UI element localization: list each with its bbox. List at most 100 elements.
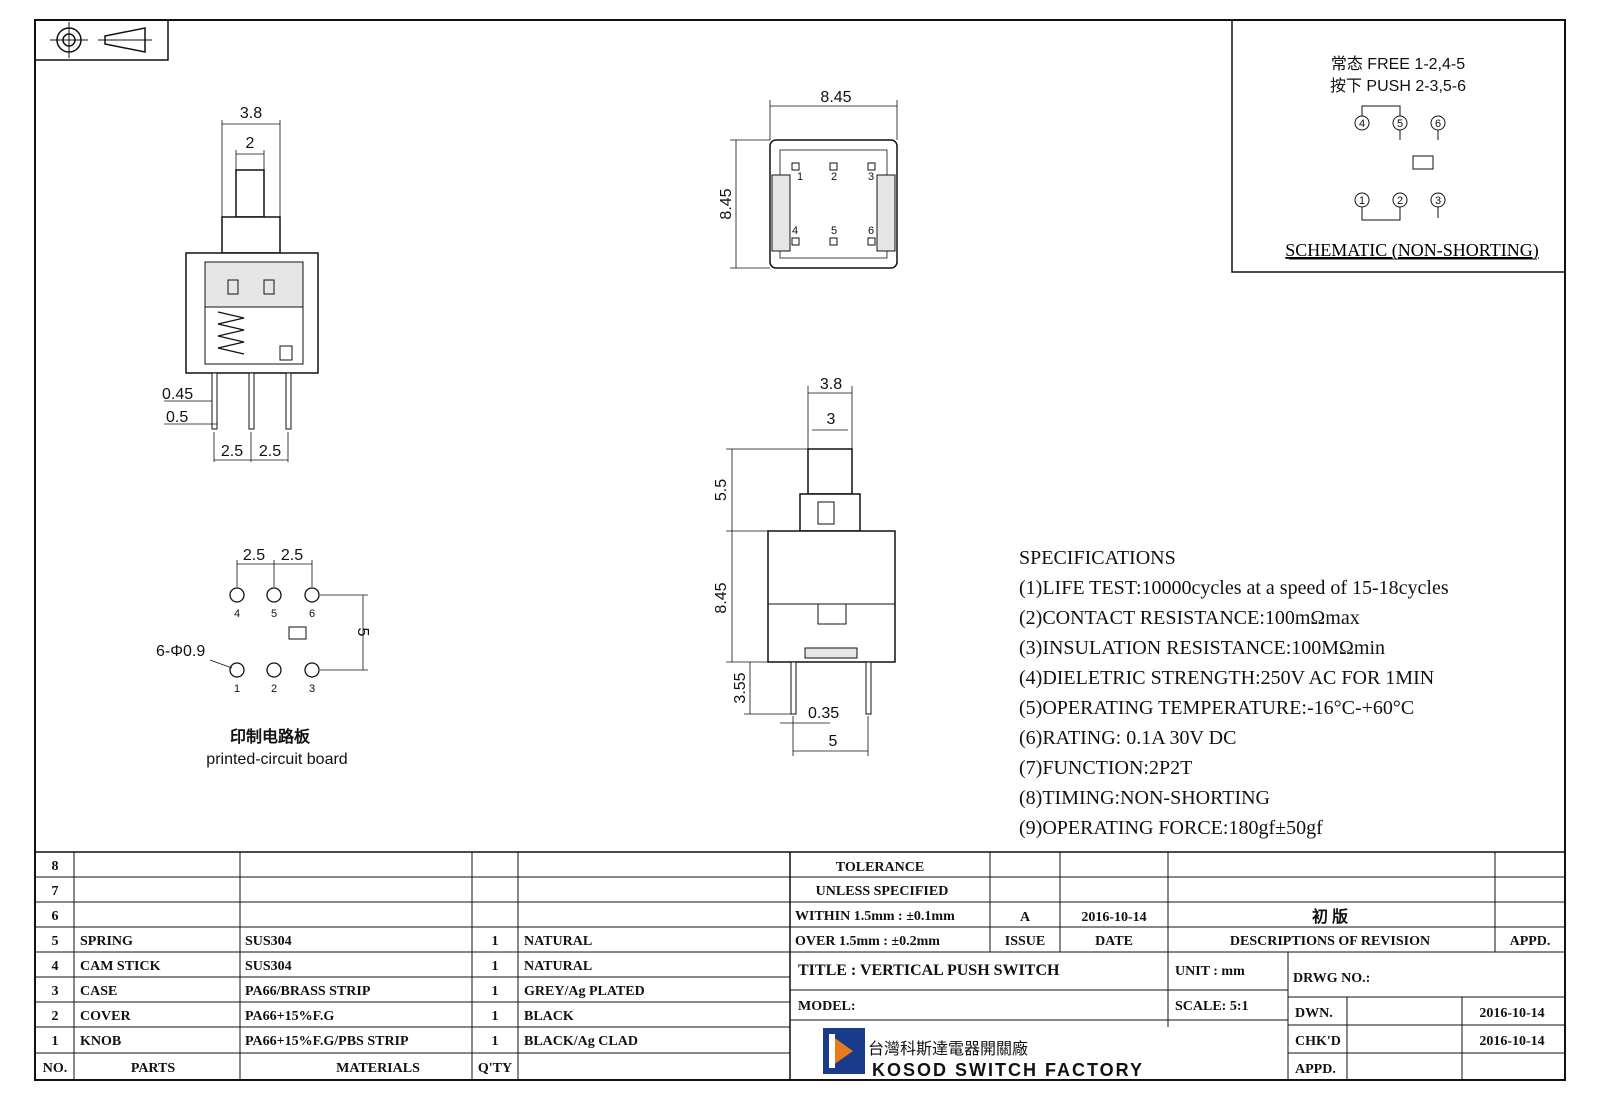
spec-heading: SPECIFICATIONS [1019, 547, 1176, 569]
svg-text:3: 3 [52, 984, 59, 999]
bom-rows: 8 7 6 5 SPRING SUS304 1 NATURAL 4 CAM ST… [43, 859, 645, 1076]
svg-text:5: 5 [271, 608, 277, 620]
top-view-drawing: 1 2 3 4 5 6 8.45 8.45 [718, 89, 898, 269]
bom-header-materials: MATERIALS [336, 1061, 420, 1076]
side-dim-pitch-left: 2.5 [221, 443, 243, 460]
svg-text:1: 1 [234, 683, 240, 695]
svg-text:COVER: COVER [80, 1009, 131, 1024]
dwn-label: DWN. [1295, 1006, 1333, 1021]
side-view-drawing: 3.8 2 0.45 0.5 2.5 2.5 [162, 105, 319, 462]
bom-row-qty: 1 [492, 934, 499, 949]
schematic-push-label: 按下 PUSH 2-3,5-6 [1330, 77, 1466, 95]
spec-item: (1)LIFE TEST:10000cycles at a speed of 1… [1019, 577, 1449, 599]
specifications-block: SPECIFICATIONS (1)LIFE TEST:10000cycles … [1019, 547, 1449, 839]
svg-text:1: 1 [492, 984, 499, 999]
side-dim-pin-thickness: 0.45 [162, 386, 193, 403]
schematic-actuator-mark [1412, 155, 1434, 170]
company-logo [823, 1028, 865, 1074]
bom-header-parts: PARTS [131, 1061, 176, 1076]
svg-text:PA66+15%F.G: PA66+15%F.G [245, 1009, 334, 1024]
bom-row-material: SUS304 [245, 934, 292, 949]
title-block-text: TOLERANCE UNLESS SPECIFIED WITHIN 1.5mm … [795, 860, 1550, 1080]
svg-text:2: 2 [1397, 195, 1403, 207]
bom-table [35, 851, 1565, 1080]
model-label: MODEL: [798, 999, 856, 1014]
spec-item: (9)OPERATING FORCE:180gf±50gf [1019, 817, 1323, 839]
svg-text:2: 2 [52, 1009, 59, 1024]
bom-row-finish: NATURAL [524, 934, 592, 949]
svg-text:3: 3 [309, 683, 315, 695]
side-dim-pin-width: 0.5 [166, 409, 188, 426]
svg-text:1: 1 [52, 1034, 59, 1049]
spec-item: (3)INSULATION RESISTANCE:100MΩmin [1019, 637, 1385, 659]
svg-text:BLACK/Ag CLAD: BLACK/Ag CLAD [524, 1034, 638, 1049]
side-dim-plunger: 2 [246, 135, 255, 152]
company-name-en: KOSOD SWITCH FACTORY [872, 1060, 1144, 1080]
svg-text:4: 4 [1359, 118, 1365, 130]
spec-item: (6)RATING: 0.1A 30V DC [1019, 727, 1236, 749]
schematic-pins-top: 4 5 6 [1354, 105, 1446, 140]
bom-header-qty: Q'TY [478, 1061, 512, 1076]
chkd-date: 2016-10-14 [1479, 1034, 1544, 1049]
schematic-free-label: 常态 FREE 1-2,4-5 [1331, 55, 1465, 73]
pcb-layout-drawing: 4 5 6 1 2 3 2.5 2.5 5 6-Φ0.9 印制电路板 print… [156, 547, 371, 768]
rev-header-appd: APPD. [1510, 934, 1551, 949]
company-name-cn: 台灣科斯達電器開關廠 [868, 1039, 1028, 1058]
bom-row-no: 5 [52, 934, 59, 949]
revision-date: 2016-10-14 [1081, 910, 1146, 925]
svg-text:3: 3 [868, 171, 874, 183]
svg-text:1: 1 [1359, 195, 1365, 207]
svg-text:CASE: CASE [80, 984, 117, 999]
schematic-pins-bottom: 1 2 3 [1354, 192, 1446, 221]
front-dim-pin-thickness: 0.35 [808, 705, 839, 722]
spec-item: (2)CONTACT RESISTANCE:100mΩmax [1019, 607, 1360, 629]
projection-symbol [34, 19, 169, 61]
svg-text:4: 4 [52, 959, 59, 974]
rev-header-desc: DESCRIPTIONS OF REVISION [1230, 934, 1430, 949]
svg-text:8: 8 [52, 859, 59, 874]
front-dim-width-inner: 3 [827, 411, 836, 428]
pcb-hole-label: 6-Φ0.9 [156, 643, 205, 660]
title-block-grid [790, 852, 1565, 1080]
bom-row-part: SPRING [80, 934, 133, 949]
pcb-dim-pitch-left: 2.5 [243, 547, 265, 564]
svg-text:3: 3 [1435, 195, 1441, 207]
chkd-label: CHK'D [1295, 1034, 1341, 1049]
drwg-no-label: DRWG NO.: [1293, 971, 1370, 986]
tolerance-subtitle: UNLESS SPECIFIED [816, 884, 949, 899]
spec-item: (7)FUNCTION:2P2T [1019, 757, 1192, 779]
appd-label: APPD. [1295, 1062, 1336, 1077]
side-dim-width: 3.8 [240, 105, 262, 122]
revision-description: 初 版 [1312, 907, 1348, 926]
svg-text:6: 6 [1435, 118, 1441, 130]
svg-text:4: 4 [234, 608, 240, 620]
pcb-dim-row-spacing: 5 [354, 628, 371, 637]
pcb-dim-pitch-right: 2.5 [281, 547, 303, 564]
svg-text:5: 5 [1397, 118, 1403, 130]
tolerance-within: WITHIN 1.5mm : ±0.1mm [795, 909, 955, 924]
svg-text:BLACK: BLACK [524, 1009, 574, 1024]
svg-text:1: 1 [492, 1009, 499, 1024]
svg-text:7: 7 [52, 884, 59, 899]
svg-text:1: 1 [492, 959, 499, 974]
svg-text:PA66+15%F.G/PBS STRIP: PA66+15%F.G/PBS STRIP [245, 1034, 409, 1049]
revision-issue: A [1020, 910, 1031, 925]
svg-text:1: 1 [797, 171, 803, 183]
schematic-panel: 常态 FREE 1-2,4-5 按下 PUSH 2-3,5-6 4 5 6 1 … [1231, 19, 1566, 273]
svg-text:6: 6 [309, 608, 315, 620]
pcb-label-en: printed-circuit board [206, 751, 347, 768]
svg-text:1: 1 [492, 1034, 499, 1049]
front-dim-pin-length: 3.55 [732, 672, 749, 703]
front-dim-plunger-height: 5.5 [713, 479, 730, 501]
svg-text:4: 4 [792, 225, 798, 237]
svg-text:6: 6 [52, 909, 59, 924]
front-dim-width-outer: 3.8 [820, 376, 842, 393]
svg-text:KNOB: KNOB [80, 1034, 121, 1049]
bom-header-no: NO. [43, 1061, 68, 1076]
svg-text:PA66/BRASS STRIP: PA66/BRASS STRIP [245, 984, 371, 999]
svg-text:5: 5 [831, 225, 837, 237]
front-view-drawing: 3.8 3 5.5 8.45 3.55 0.35 5 [713, 376, 896, 756]
svg-text:NATURAL: NATURAL [524, 959, 592, 974]
spec-item: (5)OPERATING TEMPERATURE:-16°C-+60°C [1019, 697, 1414, 719]
